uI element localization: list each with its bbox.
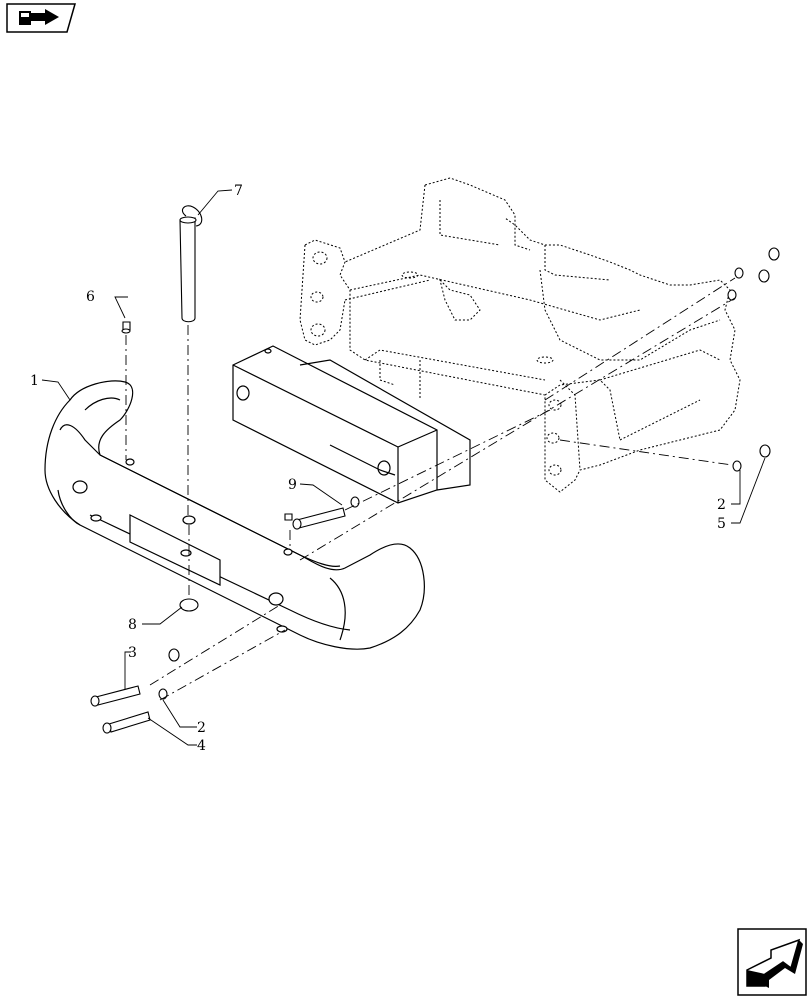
hardware-parts [90, 205, 780, 734]
callout-2-lower: 2 [197, 720, 206, 736]
chassis-frame [299, 177, 741, 493]
next-page-arrow-icon [746, 938, 803, 988]
callout-1: 1 [30, 373, 39, 389]
callout-leaders [41, 189, 766, 746]
counterweight-block [232, 345, 471, 504]
back-to-index-button[interactable] [5, 3, 77, 33]
callout-8: 8 [128, 617, 137, 633]
book-arrow-icon [19, 9, 59, 25]
callout-6: 6 [86, 289, 95, 305]
callout-7: 7 [234, 183, 243, 199]
callout-9: 9 [288, 477, 297, 493]
callout-4: 4 [197, 738, 206, 754]
front-bumper [44, 380, 425, 650]
next-page-button[interactable] [737, 928, 807, 996]
callout-labels: 1 6 7 9 8 3 2 4 2 5 [30, 183, 726, 754]
callout-2-right: 2 [717, 497, 726, 513]
assembly-centerlines [125, 277, 736, 701]
callout-5: 5 [717, 516, 726, 532]
callout-3: 3 [128, 645, 137, 661]
